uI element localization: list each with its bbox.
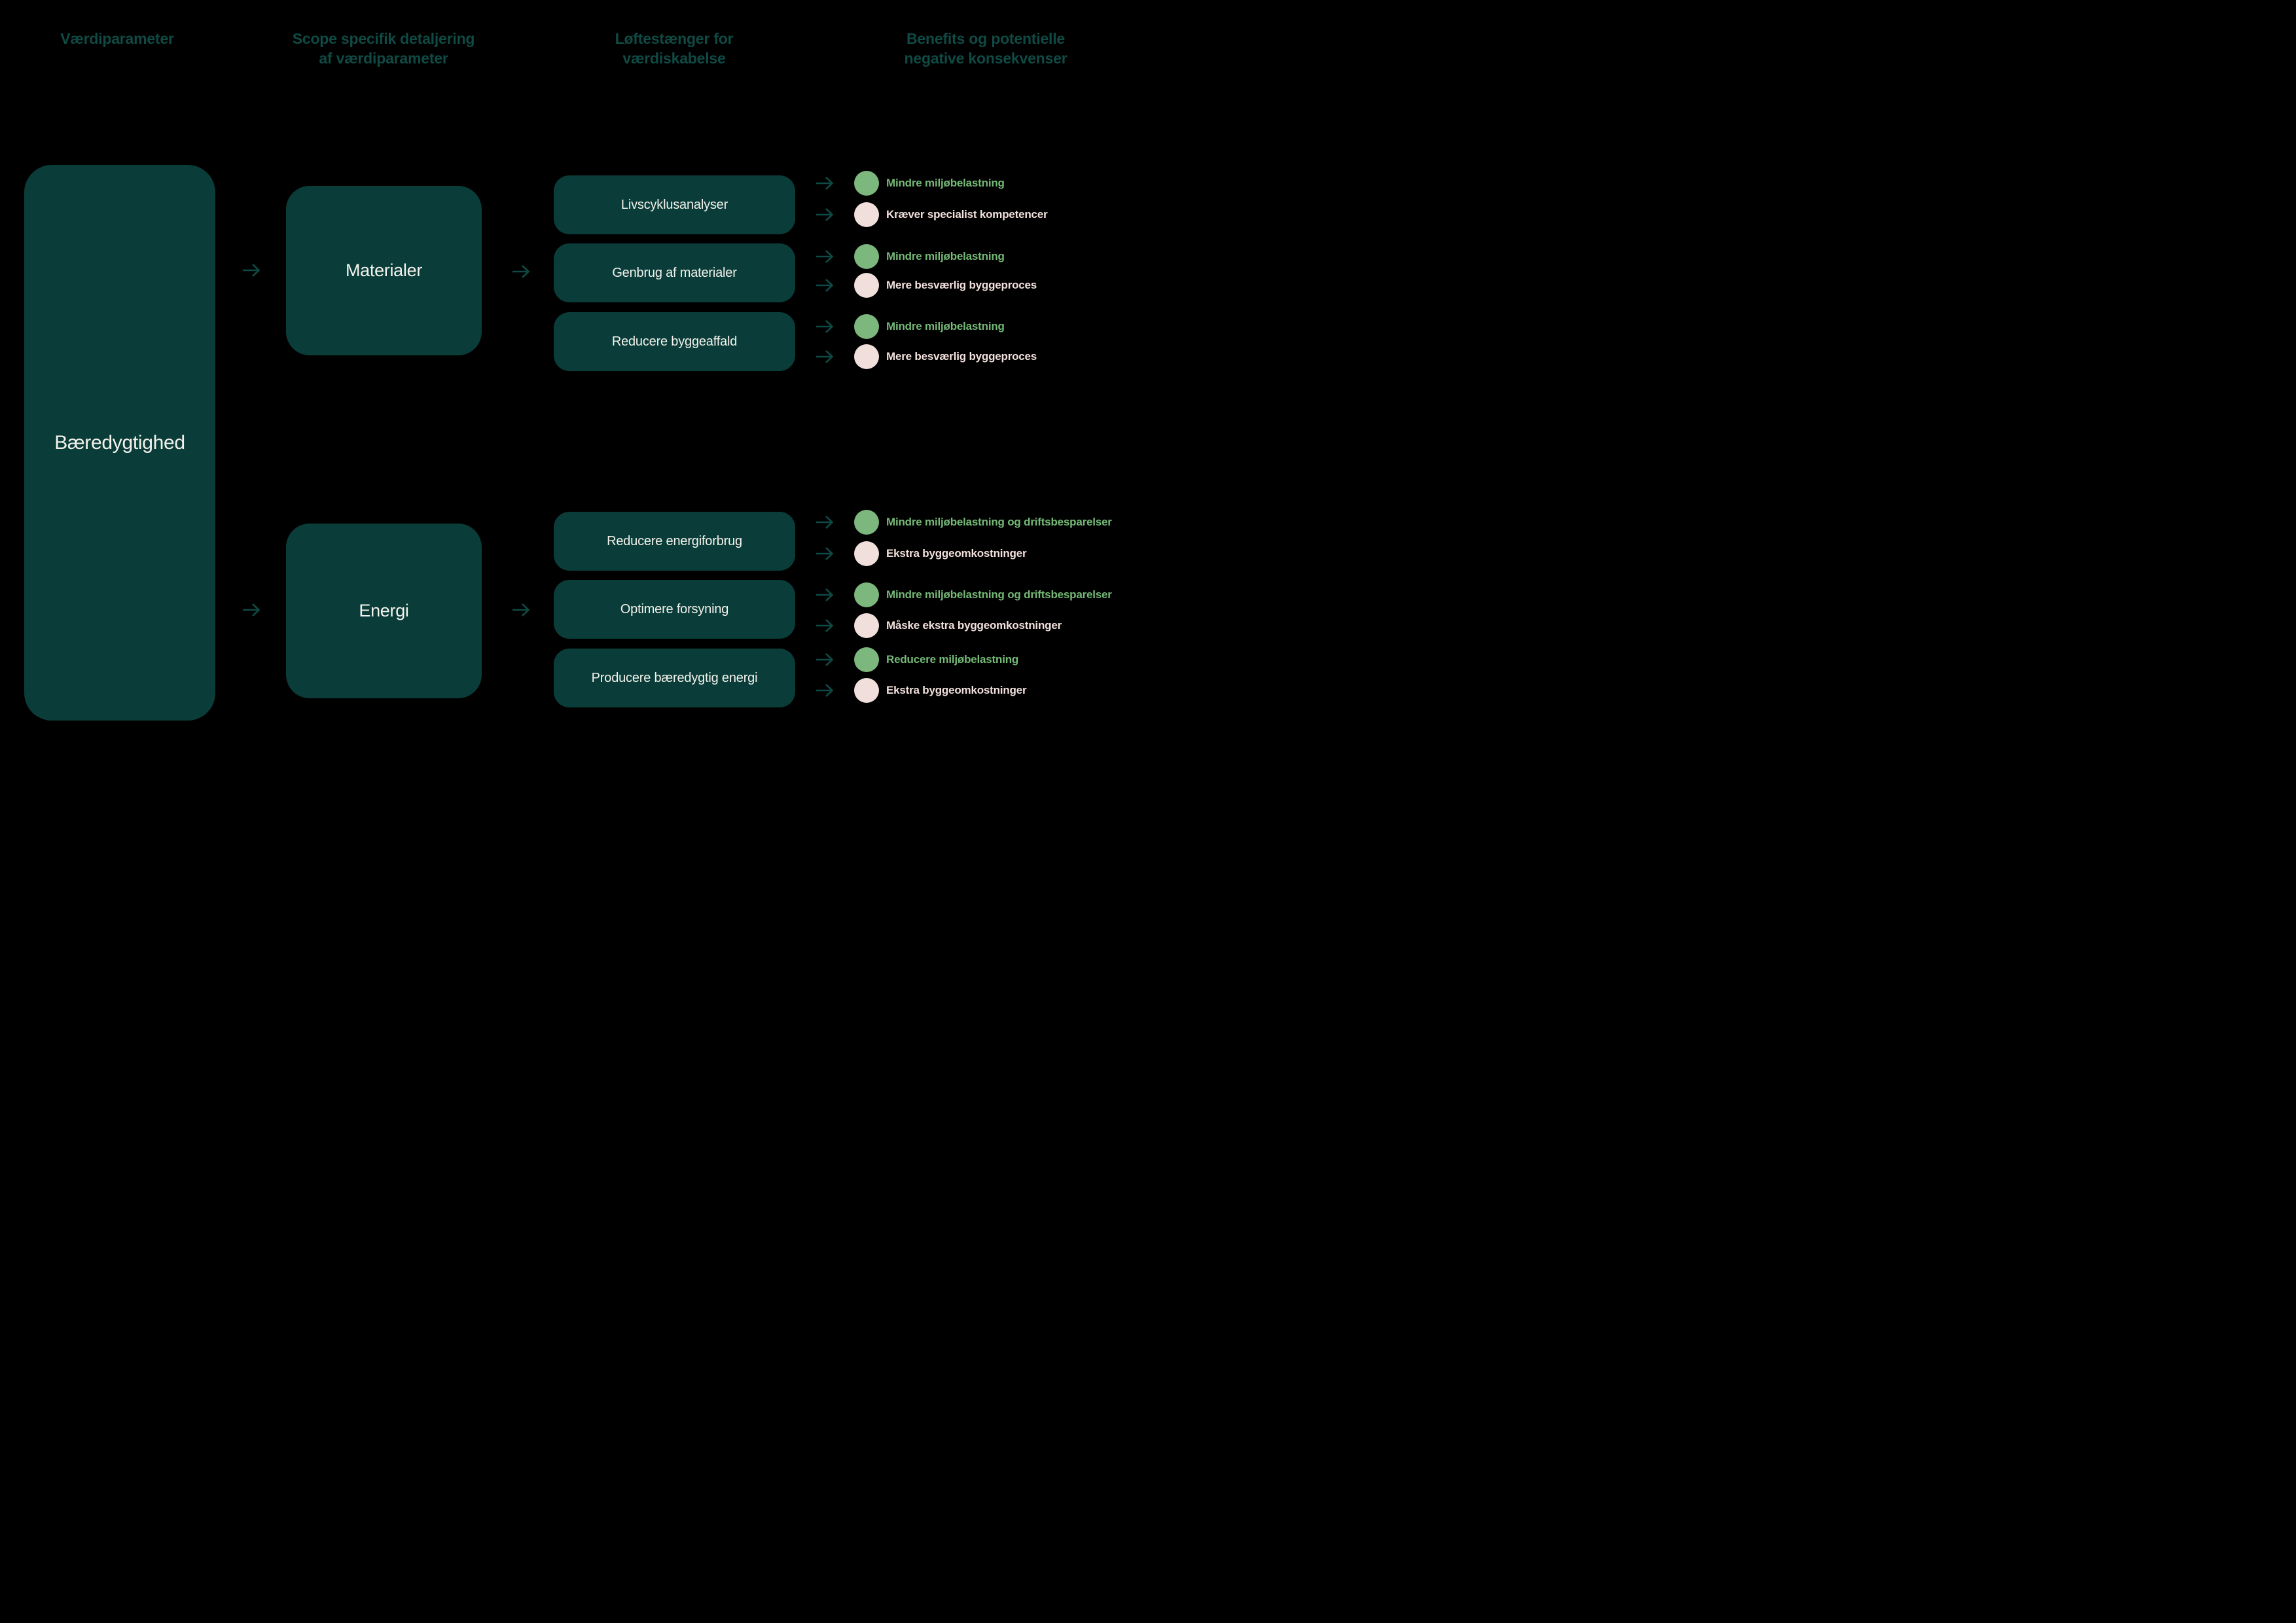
benefit-dot-negative — [854, 202, 879, 227]
node-reducere-energiforbrug: Reducere energiforbrug — [554, 512, 795, 571]
benefit-label: Mere besværlig byggeproces — [886, 350, 1037, 363]
benefit-label: Kræver specialist kompetencer — [886, 208, 1048, 221]
node-label: Reducere byggeaffald — [611, 334, 738, 349]
benefit-row: Mindre miljøbelastning og driftsbesparel… — [816, 510, 1112, 535]
benefit-row: Mere besværlig byggeproces — [816, 344, 1037, 369]
benefit-label: Mindre miljøbelastning og driftsbesparel… — [886, 588, 1112, 601]
column-header-scope-detaljering: Scope specifik detaljering af værdiparam… — [292, 30, 475, 67]
node-energi: Energi — [286, 524, 482, 698]
benefit-row: Mindre miljøbelastning — [816, 171, 1005, 196]
benefit-dot-negative — [854, 678, 879, 703]
arrow-right-icon — [816, 619, 834, 632]
arrow-right-icon — [816, 320, 834, 333]
benefit-row: Kræver specialist kompetencer — [816, 202, 1048, 227]
benefit-dot-negative — [854, 541, 879, 566]
column-header-loeftestaenger: Løftestænger for værdiskabelse — [615, 30, 734, 67]
arrow-right-icon — [816, 250, 834, 263]
benefit-dot-positive — [854, 647, 879, 672]
node-producere-baeredygtig-energi: Producere bæredygtig energi — [554, 649, 795, 707]
benefit-label: Ekstra byggeomkostninger — [886, 684, 1027, 696]
benefit-dot-negative — [854, 273, 879, 298]
node-label: Materialer — [345, 260, 423, 280]
node-label: Bæredygtighed — [54, 431, 185, 454]
arrow-right-icon — [243, 264, 260, 277]
benefit-row: Mindre miljøbelastning — [816, 314, 1005, 339]
column-header-vaerdiparameter: Værdiparameter — [60, 30, 174, 47]
benefit-row: Mindre miljøbelastning og driftsbesparel… — [816, 582, 1112, 607]
benefit-dot-negative — [854, 613, 879, 638]
benefit-dot-positive — [854, 171, 879, 196]
arrow-right-icon — [816, 547, 834, 560]
benefit-row: Ekstra byggeomkostninger — [816, 541, 1027, 566]
benefit-row: Mere besværlig byggeproces — [816, 273, 1037, 298]
arrow-right-icon — [816, 684, 834, 697]
node-label: Energi — [359, 601, 409, 620]
node-livscyklusanalyser: Livscyklusanalyser — [554, 175, 795, 234]
benefit-row: Reducere miljøbelastning — [816, 647, 1018, 672]
benefit-dot-positive — [854, 510, 879, 535]
arrow-right-icon — [243, 603, 260, 616]
arrow-right-icon — [816, 350, 834, 363]
arrow-right-icon — [816, 588, 834, 601]
benefit-label: Måske ekstra byggeomkostninger — [886, 619, 1062, 632]
benefit-label: Mere besværlig byggeproces — [886, 279, 1037, 291]
node-optimere-forsyning: Optimere forsyning — [554, 580, 795, 639]
benefit-row: Måske ekstra byggeomkostninger — [816, 613, 1062, 638]
arrow-right-icon — [512, 603, 530, 616]
arrow-right-icon — [816, 279, 834, 292]
node-label: Livscyklusanalyser — [620, 197, 728, 212]
benefit-row: Ekstra byggeomkostninger — [816, 678, 1027, 703]
arrow-right-icon — [816, 177, 834, 190]
benefit-dot-positive — [854, 582, 879, 607]
arrow-right-icon — [816, 516, 834, 529]
node-label: Optimere forsyning — [620, 601, 729, 616]
node-materialer: Materialer — [286, 186, 482, 355]
node-label: Genbrug af materialer — [612, 265, 737, 280]
benefit-label: Reducere miljøbelastning — [886, 653, 1019, 666]
benefit-dot-positive — [854, 314, 879, 339]
node-label: Producere bæredygtig energi — [591, 670, 758, 685]
benefit-label: Mindre miljøbelastning — [886, 250, 1005, 262]
arrow-right-icon — [816, 653, 834, 666]
column-header-benefits: Benefits og potentielle negative konsekv… — [904, 30, 1067, 67]
diagram-canvas: Værdiparameter Scope specifik detaljerin… — [0, 0, 1148, 812]
arrow-right-icon — [816, 208, 834, 221]
node-genbrug-af-materialer: Genbrug af materialer — [554, 243, 795, 302]
benefit-label: Mindre miljøbelastning — [886, 177, 1005, 189]
arrow-right-icon — [512, 265, 530, 278]
node-label: Reducere energiforbrug — [607, 533, 742, 548]
benefit-dot-negative — [854, 344, 879, 369]
benefit-label: Ekstra byggeomkostninger — [886, 547, 1027, 560]
benefit-label: Mindre miljøbelastning — [886, 320, 1005, 332]
node-baeredygtighed: Bæredygtighed — [24, 165, 215, 721]
node-reducere-byggeaffald: Reducere byggeaffald — [554, 312, 795, 371]
benefit-row: Mindre miljøbelastning — [816, 244, 1005, 269]
benefit-dot-positive — [854, 244, 879, 269]
benefit-label: Mindre miljøbelastning og driftsbesparel… — [886, 516, 1112, 528]
